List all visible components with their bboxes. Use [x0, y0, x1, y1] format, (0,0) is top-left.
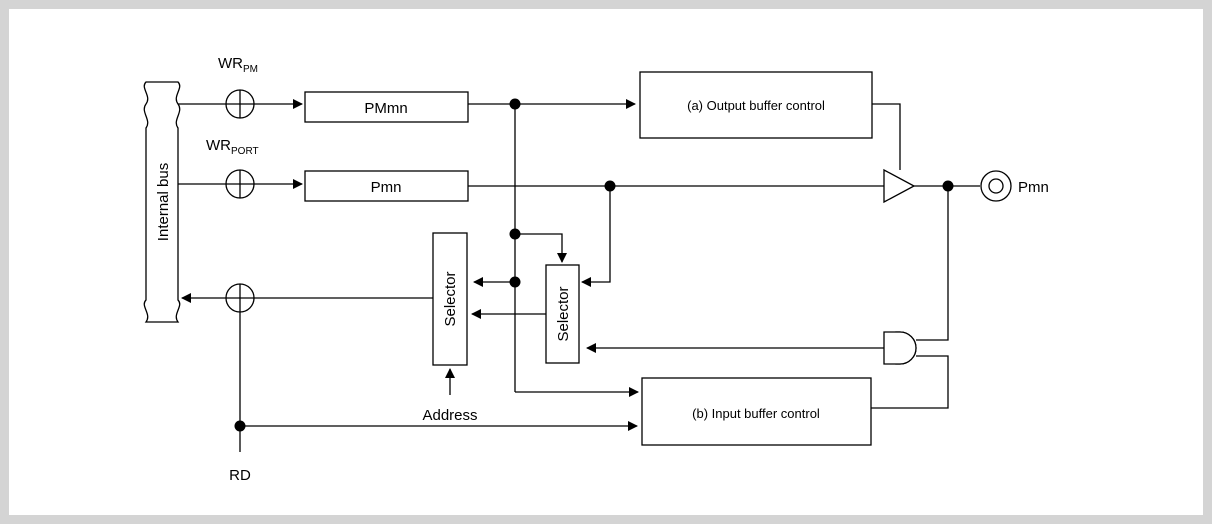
selector-left-label: Selector — [442, 271, 459, 326]
output-buffer-triangle — [883, 168, 916, 204]
selector-right-label: Selector — [555, 286, 572, 341]
rd-label: RD — [229, 467, 251, 484]
output-buffer-control-box — [639, 71, 873, 139]
diagram-frame — [9, 9, 1203, 515]
pmmn-register — [304, 91, 469, 123]
pin-inner — [988, 178, 1004, 194]
internal-bus-label: Internal bus — [155, 163, 172, 241]
wr-port-label: WRPORT — [206, 137, 259, 157]
pin-label: Pmn — [1018, 179, 1049, 196]
input-buffer-control-box — [641, 377, 872, 446]
output-buffer-control-label: (a) Output buffer control — [687, 98, 825, 113]
pmn-register-label: Pmn — [371, 179, 402, 196]
pmmn-register-label: PMmn — [364, 100, 407, 117]
pmn-register — [304, 170, 469, 202]
address-label: Address — [422, 407, 477, 424]
input-buffer-control-label: (b) Input buffer control — [692, 406, 820, 421]
internal-bus-shape — [143, 81, 181, 323]
selector-left — [432, 232, 468, 366]
wr-pm-label: WRPM — [218, 55, 258, 75]
